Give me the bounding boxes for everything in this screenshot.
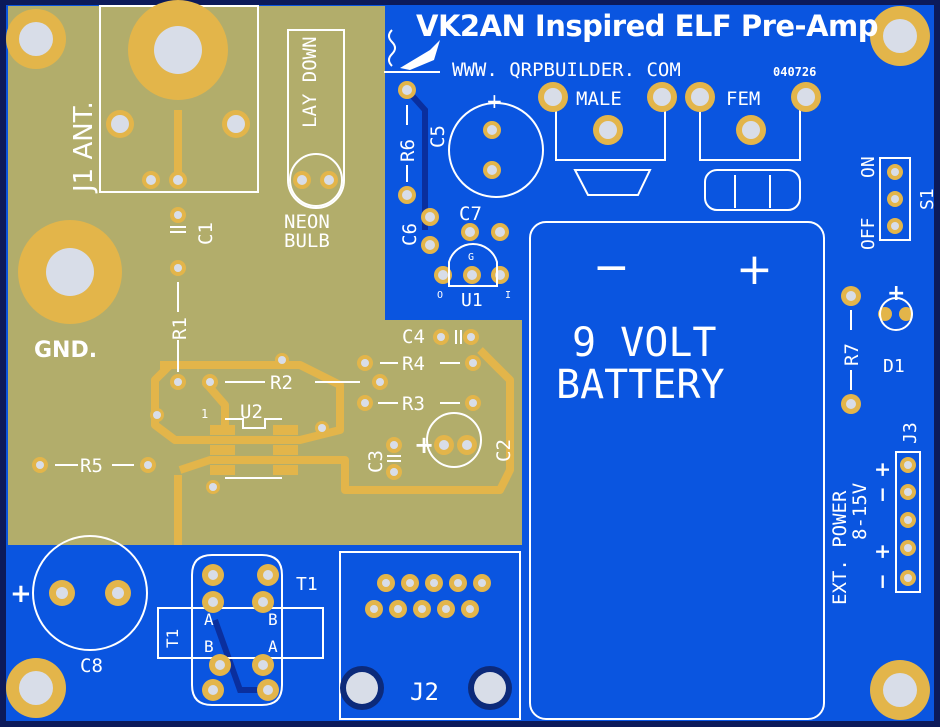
j2-connector — [339, 551, 521, 720]
d1-plus: + — [887, 281, 905, 306]
c7-label: C7 — [459, 203, 482, 225]
lay-label: LAY DOWN — [299, 36, 321, 128]
u1-g-label: G — [468, 252, 474, 263]
board-title: VK2AN Inspired ELF Pre-Amp — [416, 9, 878, 43]
j3-plus-bottom: + — [870, 543, 894, 560]
r2-label: R2 — [270, 372, 293, 394]
r6-label: R6 — [397, 139, 419, 162]
r5-label: R5 — [80, 455, 103, 477]
t1-transformer — [157, 554, 324, 706]
j3-plus-top: + — [870, 461, 894, 478]
gnd-label: GND. — [34, 338, 97, 363]
c5-label: C5 — [427, 125, 449, 148]
c5-plus: + — [486, 89, 503, 113]
ext-power-label: EXT. POWER — [829, 490, 851, 605]
u2-smd-ic — [210, 418, 298, 479]
audio-jacks — [538, 82, 821, 211]
neon-bulb-outline — [287, 29, 345, 209]
c3-label: C3 — [365, 450, 387, 473]
u2-pin1-label: 1 — [201, 407, 208, 421]
r1-label: R1 — [169, 317, 191, 340]
t1-label: T1 — [296, 574, 318, 595]
r3-label: R3 — [402, 393, 425, 415]
ground-pour — [8, 6, 522, 545]
c8-plus: + — [10, 579, 32, 609]
u1-o-label: O — [437, 290, 443, 301]
soldering-iron-logo — [384, 29, 440, 73]
s1-label: S1 — [917, 188, 938, 210]
u1-i-label: I — [505, 290, 511, 301]
j1-ant-label: J1 ANT. — [69, 101, 99, 194]
s1-switch[interactable] — [879, 157, 911, 241]
j3-header — [895, 451, 921, 593]
fem-label: FEM — [726, 88, 760, 110]
c1-label: C1 — [195, 222, 217, 245]
c2-plus: + — [414, 431, 434, 459]
j1-antenna-connector — [99, 0, 259, 193]
c6-label: C6 — [399, 223, 421, 246]
j3-minus-top: − — [870, 486, 894, 503]
battery-minus: − — [593, 242, 630, 293]
battery-label-2: BATTERY — [556, 362, 725, 408]
r7-label: R7 — [841, 343, 863, 366]
d1-label: D1 — [883, 356, 905, 377]
c4-label: C4 — [402, 326, 425, 348]
battery-plus: + — [736, 244, 773, 295]
voltage-label: 8-15V — [849, 483, 871, 540]
r4-label: R4 — [402, 353, 425, 375]
c2-pads — [49, 435, 477, 606]
male-label: MALE — [576, 88, 622, 110]
battery-label-1: 9 VOLT — [572, 320, 717, 366]
t1-b-top: B — [268, 610, 278, 629]
bulb-label: BULB — [284, 230, 330, 252]
neon-label: NEON — [284, 211, 330, 233]
component-pads — [32, 81, 913, 494]
u1-label: U1 — [461, 290, 483, 311]
t1-side-label: T1 — [163, 629, 182, 648]
on-label: ON — [858, 156, 879, 178]
t1-a-top: A — [204, 610, 214, 629]
u2-label: U2 — [240, 401, 263, 423]
battery-outline — [529, 221, 825, 720]
j3-minus-bottom: − — [870, 573, 894, 590]
website-label: WWW. QRPBUILDER. COM — [452, 59, 681, 81]
c2-label: C2 — [493, 439, 515, 462]
j3-label: J3 — [900, 422, 921, 444]
silk-lines — [32, 102, 913, 651]
off-label: OFF — [858, 217, 879, 250]
c8-label: C8 — [80, 655, 103, 677]
t1-b-bottom: B — [204, 637, 214, 656]
mounting-holes — [6, 6, 930, 720]
j2-label: J2 — [410, 678, 439, 706]
t1-a-bottom: A — [268, 637, 278, 656]
revision-label: 040726 — [773, 65, 816, 79]
